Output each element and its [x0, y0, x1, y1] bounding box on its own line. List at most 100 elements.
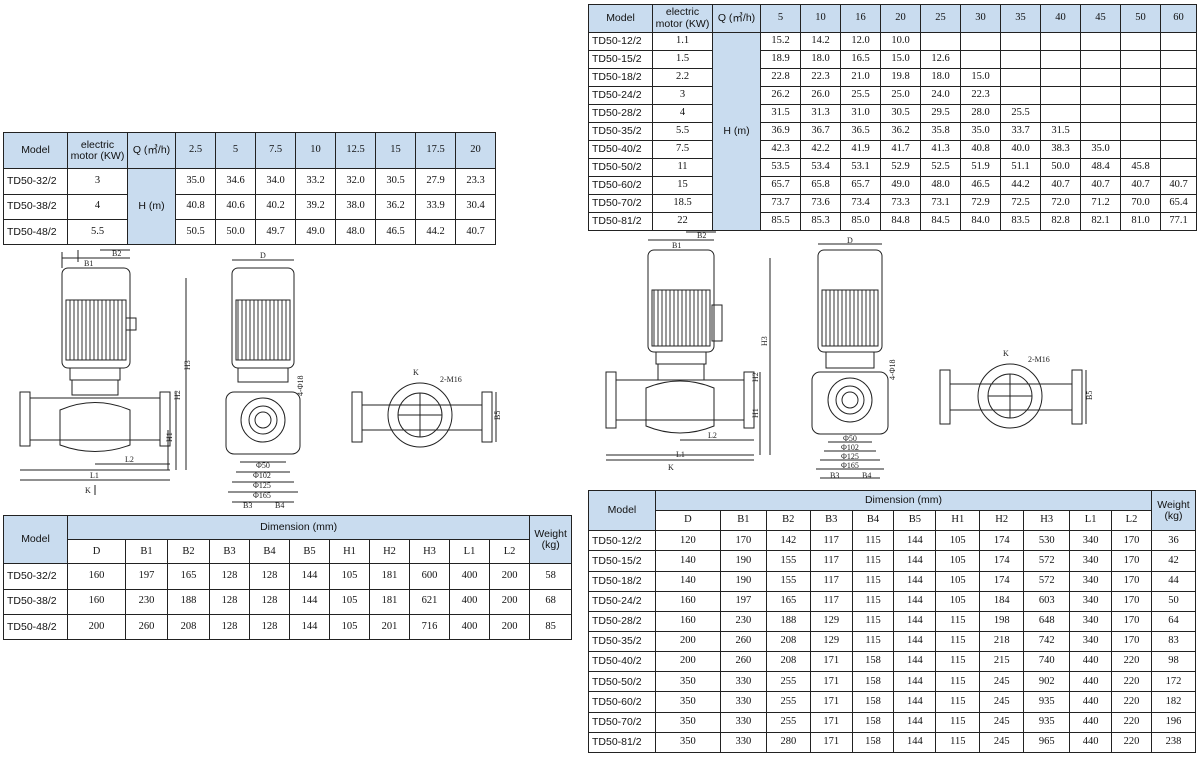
- motor-kw-cell: 3: [652, 86, 713, 105]
- front-view-left-labels: B1 B2 H3 H2 H1 L2 L1 K: [84, 249, 192, 495]
- head-header: H (m): [127, 168, 176, 245]
- dimension-value-cell: 280: [765, 731, 811, 754]
- head-value-cell: 34.6: [215, 168, 256, 195]
- flow-value-header: 5: [215, 131, 256, 170]
- label-h2-r: H2: [751, 372, 760, 382]
- head-value-cell: 50.0: [215, 218, 256, 246]
- head-value-cell: 40.8: [175, 193, 216, 220]
- dimension-header: Dimension (mm): [654, 489, 1152, 512]
- dimension-value-cell: 105: [329, 588, 370, 615]
- model-cell: TD50-48/2: [3, 218, 68, 246]
- label-b1: B1: [84, 259, 93, 268]
- head-header: H (m): [712, 32, 761, 231]
- flow-value-header: 45: [1080, 4, 1121, 33]
- dimension-value-cell: 188: [167, 588, 210, 615]
- label-l2-r: L2: [708, 431, 717, 440]
- label-h1-r: H1: [751, 408, 760, 418]
- head-value-cell: 27.9: [415, 168, 456, 195]
- model-cell: TD50-38/2: [3, 588, 68, 615]
- flow-value-header: 2.5: [175, 131, 216, 170]
- label-d: D: [260, 251, 266, 260]
- head-value-cell: 85.3: [800, 212, 841, 231]
- flow-value-header: 20: [455, 131, 496, 170]
- label-bolts-r: 4-Φ18: [888, 359, 897, 380]
- head-value-cell: 33.2: [295, 168, 336, 195]
- head-value-cell: 85.0: [840, 212, 881, 231]
- dimension-value-cell: 144: [289, 613, 330, 641]
- dimension-col-header: B4: [249, 539, 290, 565]
- flow-value-header: 60: [1160, 4, 1197, 33]
- head-value-cell: 36.2: [375, 193, 416, 220]
- dimension-value-cell: 330: [719, 671, 767, 693]
- weight-cell: 68: [529, 588, 573, 615]
- dimension-value-cell: 716: [409, 613, 450, 641]
- label-tapped-r: 2-M16: [1028, 355, 1050, 364]
- model-cell: TD50-32/2: [3, 563, 68, 590]
- side-view-right-labels: D 4-Φ18 Φ50 Φ102 Φ125 Φ165 B3 B4: [830, 236, 897, 480]
- label-b4: B4: [275, 501, 284, 510]
- head-value-cell: 77.1: [1160, 212, 1197, 231]
- motor-kw-cell: 4: [67, 193, 128, 220]
- model-header: Model: [3, 514, 68, 565]
- motor-kw-cell: 22: [652, 212, 713, 231]
- dimension-col-header: B1: [125, 539, 168, 565]
- label-tapped: 2-M16: [440, 375, 462, 384]
- model-cell: TD50-81/2: [588, 731, 656, 754]
- label-phi102-r: Φ102: [841, 443, 859, 452]
- dimension-value-cell: 197: [125, 563, 168, 590]
- flow-value-header: 12.5: [335, 131, 376, 170]
- head-value-cell: 83.5: [1000, 212, 1041, 231]
- label-b1-r: B1: [672, 241, 681, 250]
- dimension-header: Dimension (mm): [66, 514, 531, 541]
- head-value-cell: 50.5: [175, 218, 216, 246]
- flow-value-header: 17.5: [415, 131, 456, 170]
- dimension-value-cell: 200: [488, 563, 531, 590]
- label-b3-r: B3: [830, 471, 839, 480]
- weight-header: Weight (kg): [529, 514, 573, 565]
- label-k-r: K: [668, 463, 674, 472]
- label-phi165: Φ165: [253, 491, 271, 500]
- label-h1: H1: [165, 432, 174, 442]
- flow-value-header: 5: [760, 4, 801, 33]
- flow-value-header: 20: [880, 4, 921, 33]
- dimension-value-cell: 201: [369, 613, 410, 641]
- flow-value-header: 35: [1000, 4, 1041, 33]
- weight-cell: 58: [529, 563, 573, 590]
- side-view-left-labels: D 4-Φ18 Φ50 Φ102 Φ125 Φ165 B3 B4: [243, 251, 305, 510]
- weight-cell: 85: [529, 613, 573, 641]
- side-view-right: [811, 243, 889, 479]
- label-k-top: K: [413, 368, 419, 377]
- label-b3: B3: [243, 501, 252, 510]
- label-b5: B5: [493, 411, 502, 420]
- label-k-top-r: K: [1003, 349, 1009, 358]
- top-view-right: [939, 363, 1087, 429]
- top-view-left: [351, 382, 497, 448]
- front-view-right-labels: B1 B2 H3 H2 H1 L2 L1 K: [668, 231, 769, 472]
- weight-cell: 238: [1150, 731, 1197, 754]
- dimension-value-cell: 965: [1023, 731, 1071, 754]
- model-header: Model: [588, 4, 653, 33]
- weight-header: Weight (kg): [1150, 489, 1197, 532]
- top-view-left-labels: K 2-M16 B5: [413, 368, 502, 420]
- head-value-cell: 33.9: [415, 193, 456, 220]
- front-view-right: [605, 231, 771, 461]
- dimension-value-cell: 105: [329, 563, 370, 590]
- label-phi102: Φ102: [253, 471, 271, 480]
- label-k: K: [85, 486, 91, 495]
- dimension-col-header: H3: [409, 539, 450, 565]
- label-phi125: Φ125: [253, 481, 271, 490]
- label-phi50: Φ50: [256, 461, 270, 470]
